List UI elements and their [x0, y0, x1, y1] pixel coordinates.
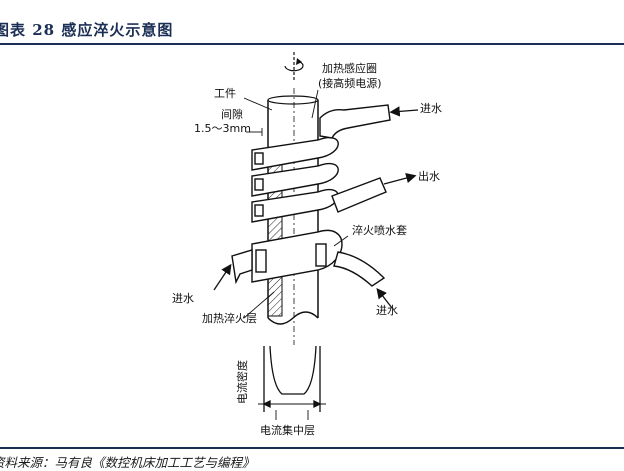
- figure-source: 资料来源：马有良《数控机床加工工艺与编程》: [0, 455, 255, 470]
- header-rule: [0, 43, 624, 45]
- induction-coil: [251, 104, 391, 223]
- label-current-density: 电流密度: [235, 360, 249, 404]
- rotation-icon: [284, 52, 304, 80]
- label-gap-range: 1.5～3mm: [194, 122, 251, 135]
- label-coil-sub: (接高频电源): [318, 76, 382, 90]
- figure-header: 图表 28 感应淬火示意图: [0, 0, 624, 45]
- label-current-layer: 电流集中层: [260, 423, 315, 437]
- label-spray-jacket: 淬火喷水套: [352, 223, 407, 237]
- label-coil: 加热感应圈: [322, 61, 377, 75]
- label-gap: 间隙: [221, 107, 243, 121]
- spray-jacket: [231, 229, 386, 287]
- footer-rule: [0, 447, 624, 449]
- label-water-in-left: 进水: [172, 292, 194, 305]
- label-water-in-right: 进水: [376, 304, 398, 317]
- water-arrows: [213, 106, 419, 309]
- current-density-plot: [258, 345, 326, 420]
- label-heated-layer: 加热淬火层: [202, 311, 257, 325]
- figure-title: 图表 28 感应淬火示意图: [0, 21, 174, 39]
- label-workpiece: 工件: [214, 87, 236, 100]
- induction-hardening-diagram: 加热感应圈 (接高频电源) 工件 间隙 1.5～3mm 进水 出水 淬火喷水套 …: [172, 52, 442, 437]
- label-water-out: 出水: [418, 169, 440, 183]
- label-water-in-top: 进水: [420, 102, 442, 115]
- leader-lines: [243, 89, 349, 319]
